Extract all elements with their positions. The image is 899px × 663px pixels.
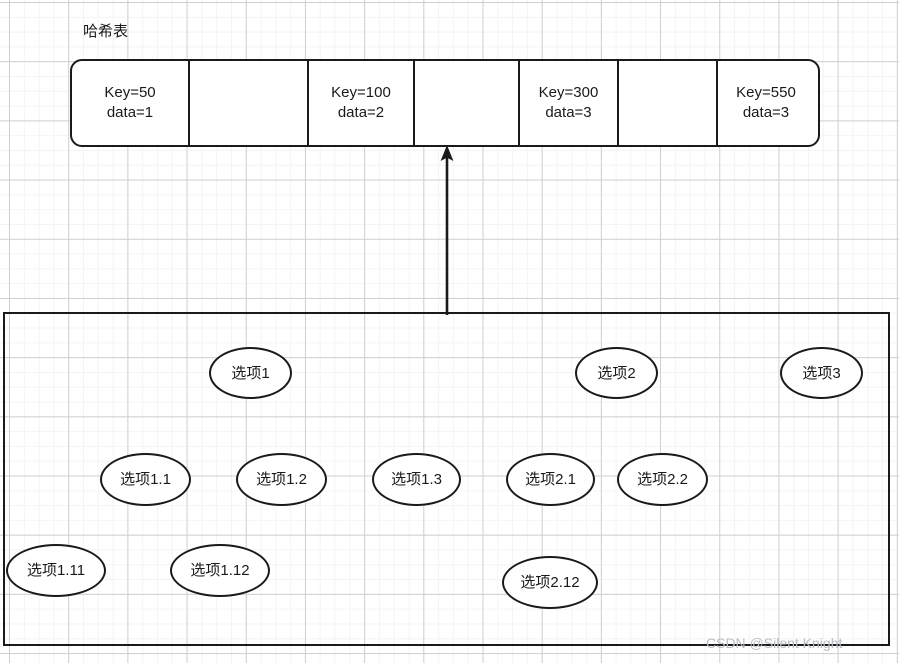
hash-table-cell-4[interactable]: Key=300 data=3 [520,61,619,145]
option-node-8-label: 选项1.11 [26,562,86,579]
option-node-7[interactable]: 选项2.2 [617,453,708,506]
option-node-8[interactable]: 选项1.11 [6,544,106,597]
option-node-4[interactable]: 选项1.2 [236,453,327,506]
option-node-0-label: 选项1 [231,364,270,382]
hash-table: Key=50 data=1 Key=100 data=2 Key=300 data=… [70,59,820,147]
hash-table-cell-0-label: Key=50 data=1 [104,84,156,121]
option-node-9[interactable]: 选项1.12 [170,544,270,597]
option-node-0[interactable]: 选项1 [209,347,292,399]
hash-table-cell-3[interactable] [415,61,520,145]
option-node-1[interactable]: 选项2 [575,347,658,399]
hash-table-cell-4-label: Key=300 data=3 [538,84,599,121]
hash-table-cell-5[interactable] [619,61,718,145]
option-node-6[interactable]: 选项2.1 [506,453,595,506]
hash-table-cell-2[interactable]: Key=100 data=2 [309,61,415,145]
option-node-3[interactable]: 选项1.1 [100,453,191,506]
option-node-7-label: 选项2.2 [637,471,688,488]
hash-table-cell-2-label: Key=100 data=2 [331,84,391,121]
option-node-5-label: 选项1.3 [391,471,442,488]
hash-table-cell-6[interactable]: Key=550 data=3 [718,61,814,145]
option-node-9-label: 选项1.12 [190,562,250,579]
hash-table-cell-0[interactable]: Key=50 data=1 [72,61,190,145]
option-node-10[interactable]: 选项2.12 [502,556,598,609]
watermark: CSDN @Silent Knight [706,635,843,651]
option-node-6-label: 选项2.1 [525,471,576,488]
hash-table-cell-1[interactable] [190,61,309,145]
option-node-2[interactable]: 选项3 [780,347,863,399]
options-container [3,312,890,646]
option-node-4-label: 选项1.2 [256,471,307,488]
option-node-2-label: 选项3 [802,364,841,382]
option-node-5[interactable]: 选项1.3 [372,453,461,506]
upward-arrow-icon [440,145,454,315]
hash-table-title: 哈希表 [83,23,129,40]
hash-table-cell-6-label: Key=550 data=3 [736,84,796,121]
option-node-1-label: 选项2 [597,364,636,382]
option-node-10-label: 选项2.12 [520,574,580,591]
option-node-3-label: 选项1.1 [120,471,171,488]
